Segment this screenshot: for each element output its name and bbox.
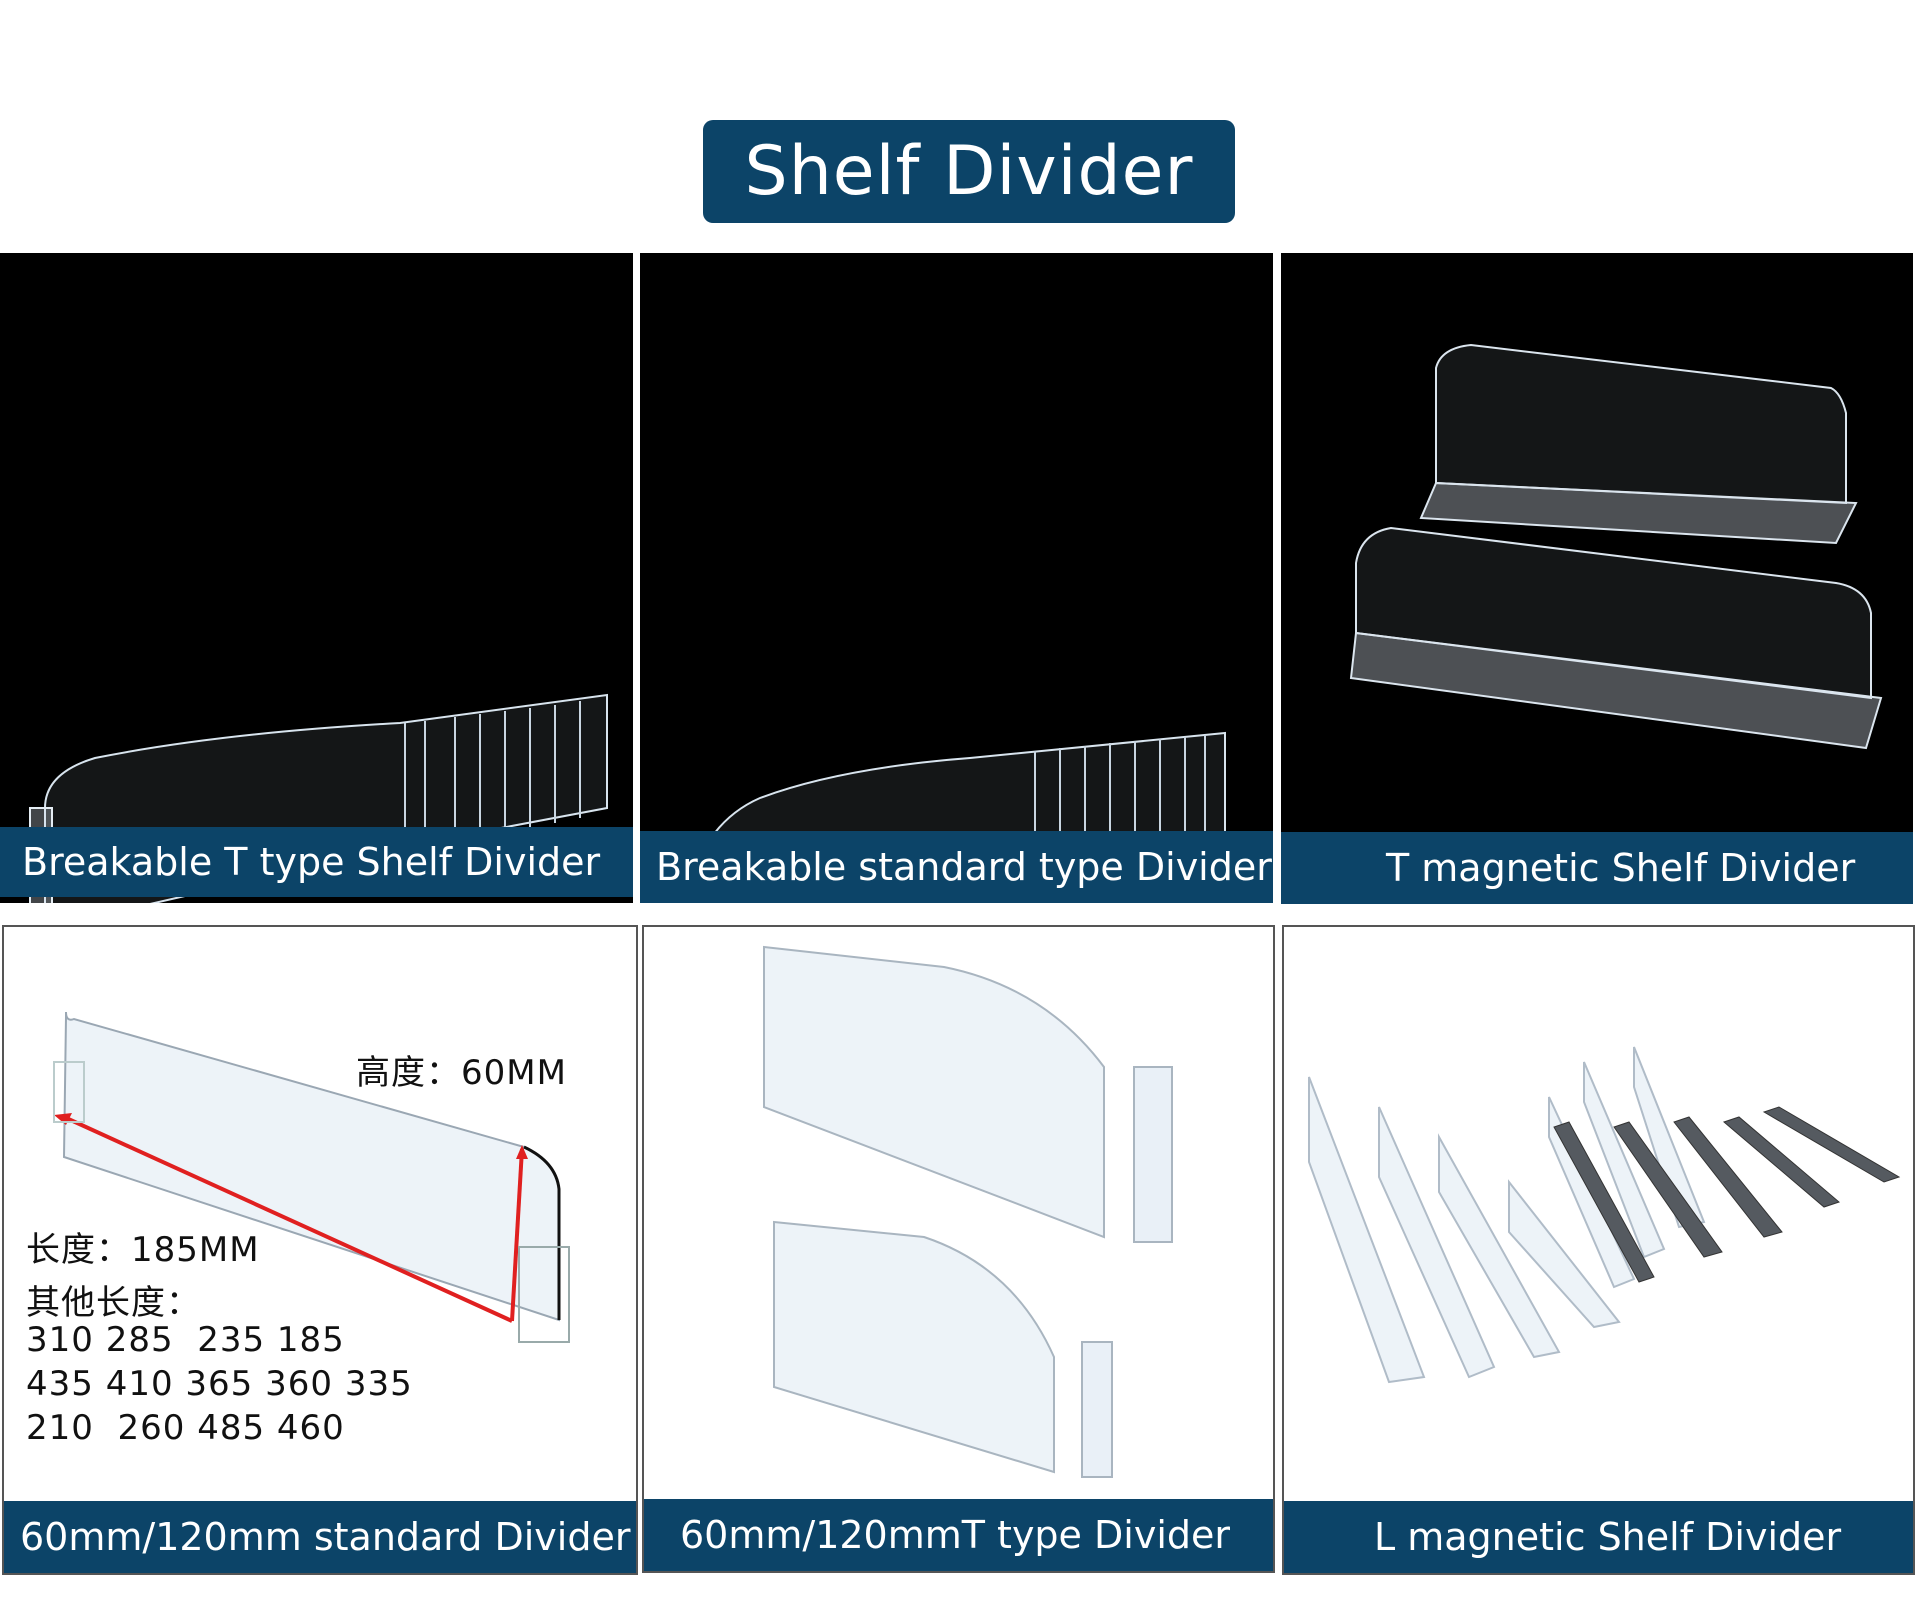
product-card-breakable-t[interactable]: Breakable T type Shelf Divider (0, 253, 633, 903)
card-caption: Breakable standard type Divider (640, 831, 1273, 903)
card-caption: 60mm/120mm standard Divider (4, 1501, 636, 1573)
standard-divider-dimension-image (53, 1011, 570, 1343)
lengths-line-2: 435 410 365 360 335 (26, 1364, 413, 1404)
breakable-t-divider-image (29, 693, 608, 903)
product-card-60-120-t-type[interactable]: 60mm/120mmT type Divider (642, 925, 1275, 1573)
title-badge: Shelf Divider (703, 120, 1235, 223)
lengths-line-3: 210 260 485 460 (26, 1408, 345, 1448)
product-card-breakable-standard[interactable]: Breakable standard type Divider (640, 253, 1273, 903)
card-caption: Breakable T type Shelf Divider (0, 827, 633, 897)
card-caption: 60mm/120mmT type Divider (644, 1499, 1273, 1571)
product-card-60-120-standard[interactable]: 高度：60MM 长度：185MM 其他长度： 310 285 235 185 4… (2, 925, 638, 1575)
product-card-t-magnetic[interactable]: T magnetic Shelf Divider (1281, 253, 1913, 904)
breakable-standard-divider-image (684, 731, 1226, 903)
lengths-line-1: 310 285 235 185 (26, 1320, 345, 1360)
height-label: 高度：60MM (356, 1053, 567, 1093)
product-card-l-magnetic[interactable]: L magnetic Shelf Divider (1282, 925, 1915, 1575)
length-label: 长度：185MM (26, 1230, 260, 1270)
card-caption: T magnetic Shelf Divider (1281, 832, 1913, 904)
other-lengths-label: 其他长度： (26, 1283, 201, 1323)
card-caption: L magnetic Shelf Divider (1284, 1501, 1913, 1573)
t-type-divider-image (763, 945, 1173, 1478)
l-magnetic-divider-image (1308, 1046, 1901, 1384)
t-magnetic-divider-image (1349, 343, 1883, 750)
page-title: Shelf Divider (744, 132, 1194, 211)
